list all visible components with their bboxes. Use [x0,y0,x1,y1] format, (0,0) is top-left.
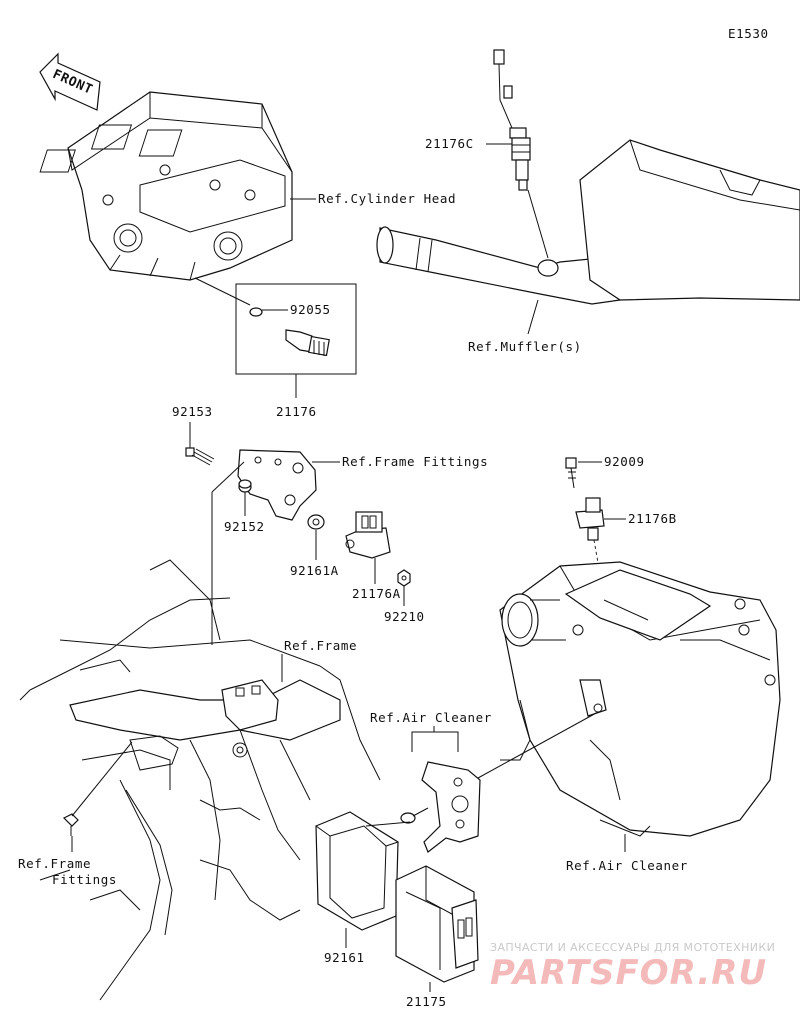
part-92161a-label: 92161A [290,563,339,578]
part-92153-label: 92153 [172,404,213,419]
bolt-frame-fittings-icon [62,813,79,836]
ref-frame-fittings-top-label: Ref.Frame Fittings [342,454,488,469]
oxygen-sensor-21176c-icon [493,49,531,191]
screw-air-cleaner-icon [400,807,429,824]
ref-air-cleaner-bracket-label: Ref.Air Cleaner [370,710,492,725]
frame-drawing [19,559,381,1001]
grommet-92161a-icon [307,514,325,530]
temperature-sensor-21176-icon [285,329,330,357]
diagram-code-label: E1530 [728,26,769,41]
sensor-21176b-icon [575,497,605,541]
ref-frame-label: Ref.Frame [284,638,357,653]
watermark-tagline: ЗАПЧАСТИ И АКСЕССУАРЫ ДЛЯ МОТОТЕХНИКИ [490,941,775,954]
cylinder-head-drawing [39,91,293,281]
ref-frame-fittings-bottom-label-line2: Fittings [52,872,117,887]
part-92161-label: 92161 [324,950,365,965]
part-21176a-label: 21176A [352,586,401,601]
sensor-21176a-icon [345,511,391,559]
ref-mufflers-label: Ref.Muffler(s) [468,339,582,354]
part-92210-label: 92210 [384,609,425,624]
nut-92210-icon [397,569,411,587]
ecu-holder-92161-drawing [315,811,399,931]
ecu-bracket-drawing [421,761,481,853]
part-92152-label: 92152 [224,519,265,534]
o-ring-92055-icon [249,307,263,317]
bolt-92153-icon [185,447,215,466]
air-cleaner-drawing [499,561,781,837]
screw-92009-icon [565,457,577,489]
ref-frame-fittings-bottom-label-line1: Ref.Frame [18,856,91,871]
part-21176c-label: 21176C [425,136,474,151]
part-21176b-label: 21176B [628,511,677,526]
ref-cylinder-head-label: Ref.Cylinder Head [318,191,456,206]
part-21175-label: 21175 [406,994,447,1009]
muffler-drawing [376,139,800,305]
sensor-21176-callout-box [235,283,357,375]
part-21176-label: 21176 [276,404,317,419]
front-arrow-icon: FRONT [39,52,101,111]
collar-92152-icon [238,479,252,493]
ecu-21175-drawing [395,865,479,983]
part-92009-label: 92009 [604,454,645,469]
part-92055-label: 92055 [290,302,331,317]
ref-air-cleaner-box-label: Ref.Air Cleaner [566,858,688,873]
watermark-brand: PARTSFOR.RU [490,953,767,993]
